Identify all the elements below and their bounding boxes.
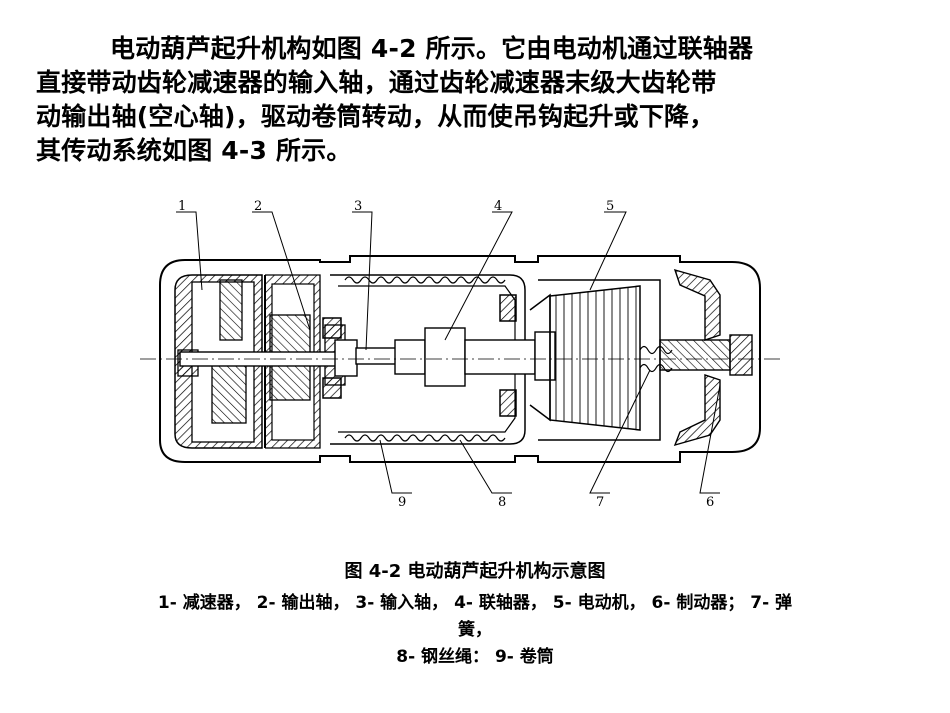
hoist-mechanism-figure: 1 2 3 4 5 6 7 8 9 (120, 199, 800, 520)
callout-4: 4 (494, 200, 502, 214)
rope-coils-top (344, 276, 506, 284)
callout-9: 9 (398, 495, 406, 510)
legend-line-3: 8- 钢丝绳： 9- 卷筒 (396, 647, 554, 667)
spring (639, 345, 673, 355)
callout-3: 3 (354, 200, 362, 214)
callout-8: 8 (498, 495, 506, 510)
intro-line-2: 直接带动齿轮减速器的输入轴，通过齿轮减速器末级大齿轮带 (36, 68, 717, 97)
callouts (176, 211, 721, 494)
rope-coils-bottom (344, 434, 506, 442)
intro-line-3: 动输出轴(空心轴)，驱动卷筒转动，从而使吊钩起升或下降， (36, 102, 715, 131)
callout-7: 7 (596, 495, 604, 510)
callout-2: 2 (254, 200, 262, 214)
intro-line-4: 其传动系统如图 4-3 所示。 (36, 136, 352, 165)
intro-paragraph: 电动葫芦起升机构如图 4-2 所示。它由电动机通过联轴器 直接带动齿轮减速器的输… (36, 32, 916, 168)
callout-5: 5 (606, 200, 614, 214)
callout-1: 1 (178, 200, 186, 214)
figure-caption-title: 图 4-2 电动葫芦起升机构示意图 (344, 561, 606, 582)
legend-line-2: 簧， (458, 620, 492, 640)
intro-line-1: 电动葫芦起升机构如图 4-2 所示。它由电动机通过联轴器 (110, 34, 754, 63)
brake (639, 268, 753, 447)
hoist-diagram-svg: 1 2 3 4 5 6 7 8 9 (140, 199, 780, 510)
callout-6: 6 (706, 495, 714, 510)
figure-legend: 1- 减速器， 2- 输出轴， 3- 输入轴， 4- 联轴器， 5- 电动机， … (60, 590, 890, 671)
legend-line-1: 1- 减速器， 2- 输出轴， 3- 输入轴， 4- 联轴器， 5- 电动机， … (157, 593, 793, 613)
motor (529, 279, 661, 441)
drum (322, 274, 526, 445)
callout-numbers: 1 2 3 4 5 6 7 8 9 (178, 199, 714, 510)
